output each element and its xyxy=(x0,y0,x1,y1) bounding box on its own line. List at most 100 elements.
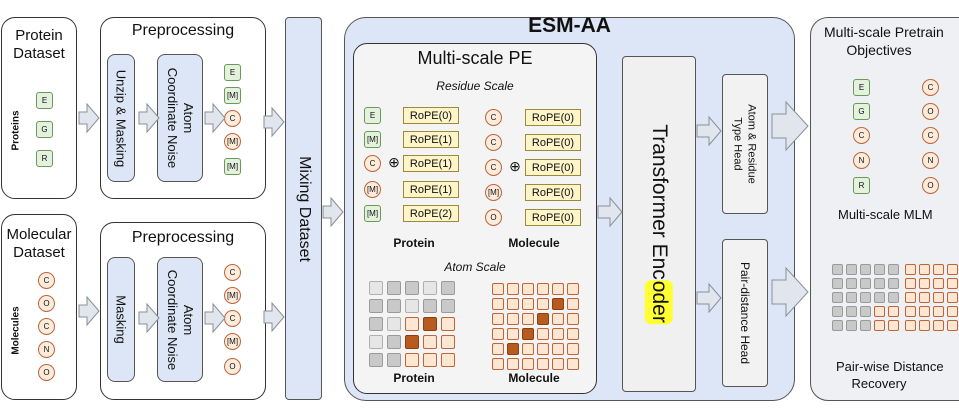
matrix-cell xyxy=(888,306,899,317)
matrix-cell xyxy=(860,306,871,317)
matrix-cell xyxy=(507,283,519,295)
objective-orange-token: O xyxy=(922,103,939,120)
matrix-cell xyxy=(933,292,944,303)
matrix-cell xyxy=(933,264,944,275)
objective-orange-token: C xyxy=(922,127,939,144)
molecule-atom-matrix xyxy=(492,283,582,373)
molecular-dataset-title-1: Molecular xyxy=(6,226,72,243)
pairwise-distance-label-2: Recovery xyxy=(851,376,907,391)
matrix-cell xyxy=(846,320,857,331)
multiscale-mlm-label: Multi-scale MLM xyxy=(838,207,933,222)
arrow-icon xyxy=(263,106,285,138)
objective-orange-token: C xyxy=(922,79,939,96)
pair-distance-head-box xyxy=(722,239,768,387)
matrix-cell xyxy=(441,281,455,295)
matrix-cell xyxy=(947,278,958,289)
matrix-cell xyxy=(860,264,871,275)
objective-protein-matrix xyxy=(832,264,902,334)
pe-protein-rope: RoPE(0) xyxy=(403,107,459,124)
pairwise-distance-label-1: Pair-wise Distance xyxy=(836,359,944,374)
pe-protein-token: [M] xyxy=(364,131,381,148)
pe-molecule-token: C xyxy=(485,134,502,151)
objective-green-token: E xyxy=(853,79,870,96)
prep-bottom-token: C xyxy=(224,264,241,281)
matrix-cell xyxy=(860,320,871,331)
matrix-cell xyxy=(369,299,383,313)
matrix-cell xyxy=(441,317,455,331)
matrix-cell xyxy=(369,281,383,295)
molecular-dataset-title-2: Dataset xyxy=(13,244,65,261)
matrix-cell xyxy=(369,353,383,367)
protein-plus-icon: ⊕ xyxy=(388,154,400,170)
masking-box: Masking xyxy=(107,257,135,382)
atom-scale-label: Atom Scale xyxy=(444,260,506,274)
preprocessing-bottom-title: Preprocessing xyxy=(131,229,235,246)
matrix-cell xyxy=(369,317,383,331)
pe-molecule-rope: RoPE(0) xyxy=(525,159,581,176)
objective-green-token: C xyxy=(853,127,870,144)
matrix-cell xyxy=(846,306,857,317)
matrix-cell xyxy=(537,328,549,340)
prep-top-token: E xyxy=(224,64,241,81)
matrix-cell xyxy=(832,292,843,303)
matrix-cell xyxy=(874,306,885,317)
matrix-cell xyxy=(888,292,899,303)
matrix-cell xyxy=(933,306,944,317)
matrix-cell xyxy=(567,328,579,340)
protein-token: R xyxy=(36,150,53,167)
matrix-cell xyxy=(552,358,564,370)
matrix-cell xyxy=(947,292,958,303)
pe-protein-rope: RoPE(2) xyxy=(403,205,459,222)
pe-molecule-rope: RoPE(0) xyxy=(525,134,581,151)
protein-token: G xyxy=(36,121,53,138)
residue-scale-label: Residue Scale xyxy=(436,79,514,93)
matrix-cell xyxy=(552,298,564,310)
matrix-cell xyxy=(947,320,958,331)
pe-protein-rope: RoPE(1) xyxy=(403,131,459,148)
matrix-cell xyxy=(492,328,504,340)
matrix-cell xyxy=(552,313,564,325)
mixing-dataset-box: Mixing Dataset xyxy=(285,17,322,400)
prep-bottom-token: O xyxy=(224,358,241,375)
matrix-cell xyxy=(492,358,504,370)
matrix-cell xyxy=(874,278,885,289)
molecule-plus-icon: ⊕ xyxy=(509,158,521,174)
matrix-cell xyxy=(405,317,419,331)
matrix-cell xyxy=(905,320,916,331)
matrix-cell xyxy=(905,306,916,317)
arrow-icon xyxy=(322,196,344,228)
matrix-cell xyxy=(405,335,419,349)
arrow-icon xyxy=(204,102,226,134)
arrow-icon xyxy=(696,115,722,147)
matrix-cell xyxy=(405,353,419,367)
arrow-icon xyxy=(138,102,160,134)
matrix-cell xyxy=(567,343,579,355)
transformer-encoder-box xyxy=(622,56,696,392)
objectives-title-1: Multi-scale Pretrain xyxy=(824,24,944,40)
matrix-cell xyxy=(874,292,885,303)
pe-protein-token: E xyxy=(364,107,381,124)
molecule-token: O xyxy=(38,295,55,312)
objective-orange-token: O xyxy=(922,177,939,194)
pe-protein-rope: RoPE(1) xyxy=(403,181,459,198)
protein-atom-label: Protein xyxy=(393,371,435,385)
matrix-cell xyxy=(567,313,579,325)
pe-molecule-rope: RoPE(0) xyxy=(525,184,581,201)
matrix-cell xyxy=(832,306,843,317)
pe-molecule-token: C xyxy=(485,109,502,126)
matrix-cell xyxy=(387,353,401,367)
matrix-cell xyxy=(888,320,899,331)
type-head-box xyxy=(722,74,768,214)
molecule-token: N xyxy=(38,341,55,358)
matrix-cell xyxy=(846,278,857,289)
matrix-cell xyxy=(387,299,401,313)
matrix-cell xyxy=(522,358,534,370)
arrow-icon xyxy=(771,100,809,152)
matrix-cell xyxy=(537,298,549,310)
matrix-cell xyxy=(905,278,916,289)
matrix-cell xyxy=(832,278,843,289)
objective-green-token: N xyxy=(853,152,870,169)
matrix-cell xyxy=(919,278,930,289)
matrix-cell xyxy=(522,283,534,295)
